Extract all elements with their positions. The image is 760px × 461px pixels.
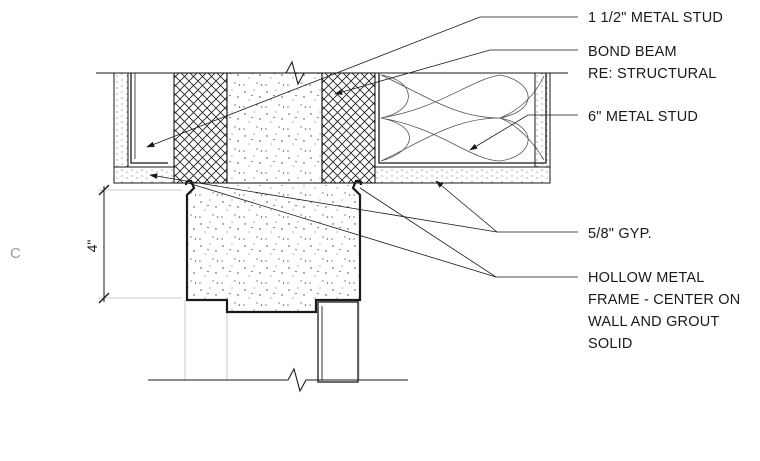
- right-gyp-board: [534, 72, 551, 168]
- dimension-label: 4": [84, 240, 100, 253]
- left-gyp-board: [113, 72, 129, 168]
- callout-labels: 1 1/2" METAL STUD BOND BEAM RE: STRUCTUR…: [588, 10, 740, 352]
- right-gyp-bottom: [374, 166, 551, 184]
- leader-stud-1-5: [146, 16, 578, 148]
- frame-profile: [184, 179, 363, 314]
- wall-assembly: [96, 60, 568, 184]
- label-bond-beam-ref: RE: STRUCTURAL: [588, 66, 716, 82]
- bottom-break-line: [148, 367, 408, 393]
- leader-stud-6: [469, 114, 578, 151]
- label-frame-4: SOLID: [588, 336, 633, 352]
- left-metal-stud: [130, 73, 168, 164]
- label-gyp: 5/8" GYP.: [588, 226, 652, 242]
- leader-lines: [146, 16, 578, 278]
- label-frame-3: WALL AND GROUT: [588, 314, 719, 330]
- detail-marker: C: [10, 245, 21, 262]
- dimension-4-inch: 4": [84, 184, 182, 304]
- left-cmu-block: [173, 72, 228, 184]
- label-stud-1-5: 1 1/2" METAL STUD: [588, 10, 723, 26]
- door-leaf: [317, 301, 359, 383]
- leader-frame-right: [359, 187, 578, 278]
- label-frame-1: HOLLOW METAL: [588, 270, 705, 286]
- leader-frame-left: [187, 182, 497, 278]
- leader-bond-beam: [334, 49, 578, 95]
- hollow-metal-frame: [148, 179, 408, 393]
- label-bond-beam: BOND BEAM: [588, 44, 677, 60]
- six-inch-metal-stud-cavity: [374, 72, 551, 184]
- batt-insulation: [380, 74, 545, 162]
- left-gyp-bottom: [113, 166, 175, 184]
- label-frame-2: FRAME - CENTER ON: [588, 292, 740, 308]
- leader-gyp-left: [149, 173, 498, 233]
- leader-gyp-right: [435, 180, 578, 233]
- bond-beam: [226, 72, 323, 184]
- label-stud-6: 6" METAL STUD: [588, 109, 698, 125]
- right-cmu-block: [321, 72, 376, 184]
